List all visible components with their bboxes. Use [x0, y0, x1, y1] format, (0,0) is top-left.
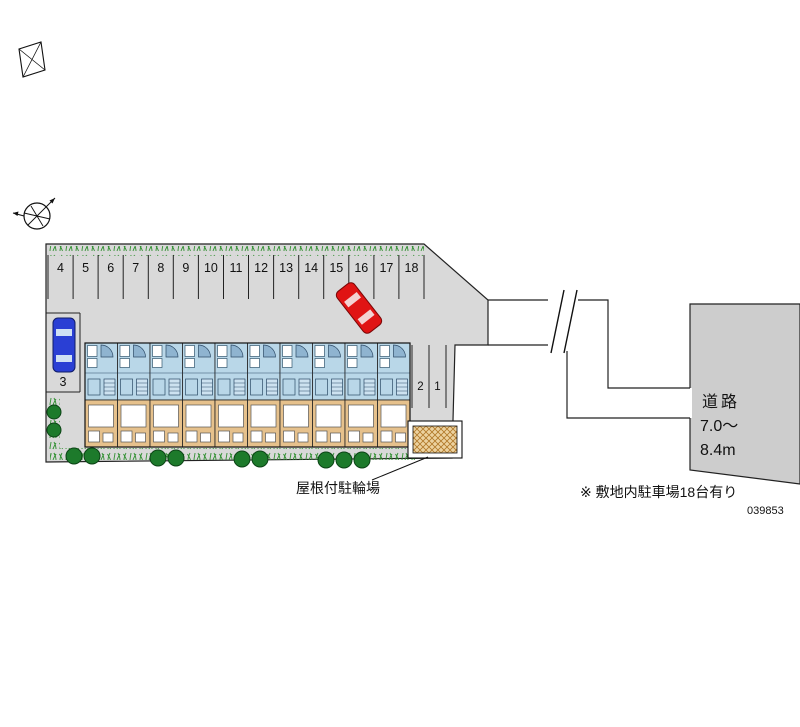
stall-number: 4: [57, 261, 64, 275]
bush: [83, 447, 101, 465]
road-break-symbol: [548, 289, 578, 354]
stall-number: 13: [279, 261, 293, 275]
parking-note: ※ 敷地内駐車場18台有り: [580, 484, 737, 500]
bush: [335, 451, 353, 469]
north-compass-icon: [12, 197, 56, 230]
access-road: [488, 300, 692, 418]
bush: [233, 450, 251, 468]
compass-tick-head: [13, 211, 19, 216]
marker-diagonals: [18, 41, 46, 78]
stall-number: 16: [354, 261, 368, 275]
blue-car: [52, 317, 76, 373]
bush: [149, 449, 167, 467]
stall3-lines: [46, 312, 81, 393]
bush: [353, 451, 371, 469]
road-width-min-text: 7.0～: [700, 418, 738, 435]
parking-stall-numbers: 4 5 6 7 8 9 10 11 12 13 14 15 16 17 18: [57, 261, 418, 275]
survey-marker-icon: [18, 41, 46, 78]
break-slashes: [550, 289, 578, 354]
road-width-max-text: 8.4m: [700, 442, 736, 459]
bush: [317, 451, 335, 469]
bush: [46, 422, 62, 438]
bicycle-parking-label: 屋根付駐輪場: [296, 480, 380, 496]
stall-number: 2: [417, 381, 423, 393]
bush: [65, 447, 83, 465]
stall-number: 9: [182, 261, 189, 275]
bushes: [46, 404, 371, 469]
grass-strip-top: [48, 246, 424, 256]
bush: [46, 404, 62, 420]
stall-number: 8: [157, 261, 164, 275]
right-parking-stalls: 2 1: [411, 345, 447, 408]
compass-needle-head: [49, 198, 55, 204]
stall-number: 15: [329, 261, 343, 275]
compass-lines: [23, 205, 51, 227]
bush: [167, 449, 185, 467]
stall-number: 11: [230, 261, 243, 275]
stall-number: 10: [204, 261, 218, 275]
blue-car-windshield: [56, 329, 72, 336]
label-leader-line: [371, 456, 429, 481]
blue-car-body: [52, 317, 76, 373]
red-car-windshield: [344, 292, 361, 308]
stall-number: 5: [82, 261, 89, 275]
red-car: [335, 282, 383, 334]
road-name-text: 道路: [702, 393, 740, 411]
apartment-building: [84, 342, 411, 448]
parking-stall-dividers: [47, 255, 425, 299]
stall-number: 12: [254, 261, 268, 275]
stall-number: 1: [434, 381, 440, 393]
blue-car-rear-window: [56, 355, 72, 362]
red-car-rear-window: [357, 309, 375, 325]
stall-number: 18: [405, 261, 419, 275]
shed-roof-hatch: [412, 425, 458, 454]
building-outline: [84, 342, 411, 448]
stalls-2-1-dividers: [411, 345, 447, 408]
stall-number: 6: [107, 261, 114, 275]
bush: [251, 450, 269, 468]
bicycle-shed: [407, 420, 463, 459]
stall-number: 14: [304, 261, 318, 275]
stall-number: 3: [60, 375, 67, 389]
left-parking-stall: 3: [46, 312, 81, 393]
road-width-label: 道路 7.0～ 8.4m: [700, 393, 740, 459]
red-car-body: [335, 282, 383, 334]
stall-number: 7: [132, 261, 139, 275]
stall-number: 17: [379, 261, 393, 275]
drawing-number: 039853: [747, 505, 784, 517]
